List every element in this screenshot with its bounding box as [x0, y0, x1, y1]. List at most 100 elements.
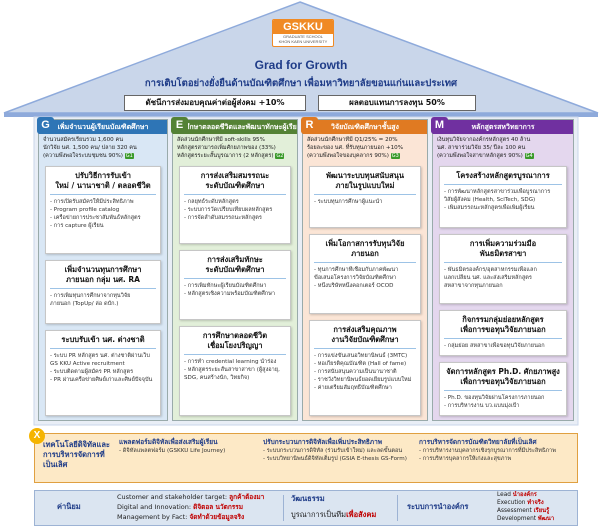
base-divider [397, 495, 398, 521]
card-m-4-title: จัดการหลักสูตร Ph.D. ศักยภาพสูงเพื่อการข… [444, 367, 562, 391]
card-m-3-item: - กลุ่มย่อย สหสาขาเพื่อขอทุนวิจัยภายนอก [444, 343, 545, 349]
card-m-2: การเพิ่มความร่วมมือพันธมิตรสาขา - พันธมิ… [439, 234, 567, 304]
enabler-letter: X [29, 428, 45, 444]
pillar-e-badge: G2 [275, 153, 285, 159]
gskku-logo: GSKKU GRADUATE SCHOOL KHON KAEN UNIVERSI… [272, 19, 334, 47]
card-g-3-item: - PR ผ่านเครือข่ายศิษย์เก่าและศิษย์ปัจจุ… [50, 377, 153, 383]
value-line-3: Management by Fact: จัดทำด้วยข้อมูลจริง [117, 513, 245, 521]
pillar-g: เพิ่มจำนวนผู้เรียนบัณฑิตศึกษา G จำนวนสมั… [37, 117, 168, 421]
card-r-3-item: - ค่ายเตรียมสัมฤทธิ์บัณฑิตศึกษา [314, 385, 392, 391]
card-g-2-item: - การเพิ่มทุนการศึกษาจากทุนวิจัย [50, 293, 131, 299]
enabler-col-1: แพลตฟอร์มดิจิทัลเพื่อส่งเสริมผู้เรียน - … [119, 438, 259, 455]
pillar-m: หลักสูตรสหวิทยาการ M เงินทุนวิจัยจากองค์… [431, 117, 574, 421]
card-e-2-item: - การเพิ่มทักษะผู้เรียนบัณฑิตศึกษา [184, 283, 267, 289]
card-g-1: ปรับวิธีการรับเข้าใหม่ / นานาชาติ / ตลอด… [45, 166, 161, 254]
card-r-3: การส่งเสริมคุณภาพงานวิจัยบัณฑิตศึกษา - ก… [309, 320, 421, 416]
card-m-4-item: - Ph.D. ของทุนวิจัยผ่านโครงการภายนอก [444, 395, 545, 401]
pillar-r-kpi-2: ร้อยละของ นศ. ที่รับทุนภายนอก +10% [307, 145, 404, 151]
enabler-col-3: การบริหารจัดการบัณฑิตวิทยาลัยที่เป็นเลิศ… [419, 438, 573, 463]
card-e-1-item: - การจัดลำดับสมรรถนะหลักสูตร [184, 215, 262, 221]
card-r-2-item: - ทุนการศึกษาที่เชื่อมกับภาคพัฒนา [314, 267, 399, 273]
card-r-1-title: พัฒนาระบบทุนสนับสนุนภายในรูปแบบใหม่ [314, 171, 416, 195]
card-e-1-item: - ระบบการวัดเปรียบเทียบผลหลักสูตร [184, 207, 273, 213]
leader-line-1: Lead นำองค์กร [497, 492, 537, 498]
card-e-2-title: การส่งเสริมทักษะระดับบัณฑิตศึกษา [184, 255, 286, 279]
card-e-2-item: - หลักสูตรเชิงความพร้อมบัณฑิตศึกษา [184, 291, 276, 297]
card-g-3-item: GS KKU Active recruitment [50, 361, 125, 367]
enabler-col-3-item: - การบริหารบุคลากรให้เก่งและสุขภาพ [419, 456, 512, 462]
card-g-3-item: - ระบบ PR หลักสูตร นศ. ต่างชาติผ่านเว็บ [50, 353, 150, 359]
card-m-3: กิจกรรมกลุ่มย่อยหลักสูตรเพื่อการขอทุนวิจ… [439, 310, 567, 356]
pillar-g-letter: G [37, 117, 54, 134]
enabler-col-2: ปรับกระบวนการดิจิทัลเพื่อเพิ่มประสิทธิภา… [263, 438, 413, 463]
card-r-3-item: - การสนับสนุนความเป็นนานาชาติ [314, 369, 397, 375]
card-r-1: พัฒนาระบบทุนสนับสนุนภายในรูปแบบใหม่ - ระ… [309, 166, 421, 228]
card-m-1-item: - การพัฒนาหลักสูตรสาขาร่วมเพื่อบูรณาการ [444, 189, 551, 195]
card-m-2-item: - พันธมิตรองค์กร/อุตสาหกรรมเพื่อแลก [444, 267, 537, 273]
card-m-1-item: - เพิ่มสมรรถนะหลักสูตรเพื่อเพิ่มผู้เรียน [444, 205, 535, 211]
card-m-1-title: โครงสร้างหลักสูตรบูรณาการ [444, 171, 562, 185]
card-e-2: การส่งเสริมทักษะระดับบัณฑิตศึกษา - การเพ… [179, 250, 291, 320]
pillar-e: การศึกษาตลอดชีวิตและพัฒนาทักษะผู้เรียนสม… [171, 117, 298, 421]
pillar-e-kpi-3: หลักสูตรระยะสั้นบูรณาการ (2 หลักสูตร) [177, 153, 274, 159]
enabler-title: เทคโนโลยีดิจิทัลและการบริหารจัดการที่เป็… [43, 440, 110, 469]
pillar-m-kpi-2: นศ. สาขาร่วมวิจัย 35/ ปีละ 100 คน [437, 145, 526, 151]
card-e-3: การศึกษาตลอดชีวิตเชื่อมโยงปริญญา - การทำ… [179, 326, 291, 416]
enabler-col-2-item: - ระบบกระบวนการดิจิทัล (ร่วมรับเข้าใหม่)… [263, 448, 403, 454]
logo-sub-2: KHON KAEN UNIVERSITY [278, 39, 328, 44]
pillar-r-header: วิจัยบัณฑิตศึกษาชั้นสูง [303, 120, 427, 134]
card-r-2-item: ข้อเสนอโครงการวิจัยบัณฑิตศึกษา [314, 275, 397, 281]
logo-sub-1: GRADUATE SCHOOL [283, 34, 323, 39]
card-r-2: เพิ่มโอกาสการรับทุนวิจัยภายนอก - ทุนการศ… [309, 234, 421, 314]
pillar-r-letter: R [301, 117, 318, 134]
card-e-1-title: การส่งเสริมสมรรถนะระดับบัณฑิตศึกษา [184, 171, 286, 195]
card-e-1-item: - กลยุทธ์ระดับหลักสูตร [184, 199, 239, 205]
card-m-2-item: สหสาขาจากทุนภายนอก [444, 283, 503, 289]
pillar-r-badge: G3 [390, 153, 400, 159]
pillar-g-kpi-2: นักวิจัย นศ. 1,500 คน/ ปลาย 320 คน [43, 145, 137, 151]
card-m-2-title: การเพิ่มความร่วมมือพันธมิตรสาขา [444, 239, 562, 263]
foundation-band: ค่านิยม Customer and stakeholder target:… [34, 490, 578, 526]
card-r-2-title: เพิ่มโอกาสการรับทุนวิจัยภายนอก [314, 239, 416, 263]
pillar-m-kpi-3: (ความพึงพอใจสาขาหลักสูตร 90%) [437, 153, 523, 159]
card-e-1: การส่งเสริมสมรรถนะระดับบัณฑิตศึกษา - กลย… [179, 166, 291, 244]
card-g-2-title: เพิ่มจำนวนทุนการศึกษาภายนอก กลุ่ม นศ. RA [50, 265, 156, 289]
card-g-1-item: - เครือข่ายการประชาสัมพันธ์หลักสูตร [50, 215, 141, 221]
pillar-r-kpis: สัดส่วนนักศึกษาที่มี Q1/25% = 20% ร้อยละ… [307, 136, 423, 160]
leader-line-2: Execution ทำจริง [497, 500, 544, 506]
logo-wordmark: GSKKU [273, 20, 333, 34]
card-m-3-title: กิจกรรมกลุ่มย่อยหลักสูตรเพื่อการขอทุนวิจ… [444, 315, 562, 339]
leader-line-3: Assessment เรียนรู้ [497, 508, 550, 514]
enabler-col-3-title: การบริหารจัดการบัณฑิตวิทยาลัยที่เป็นเลิศ [419, 438, 537, 446]
card-g-3-item: - ระบบติดตามผู้สมัคร PR หลักสูตร [50, 369, 134, 375]
enabler-col-2-title: ปรับกระบวนการดิจิทัลเพื่อเพิ่มประสิทธิภา… [263, 438, 383, 446]
card-e-3-title: การศึกษาตลอดชีวิตเชื่อมโยงปริญญา [184, 331, 286, 355]
value-line-1: Customer and stakeholder target: ลูกค้าต… [117, 493, 265, 501]
card-g-3-title: ระบบรับเข้า นศ. ต่างชาติ [50, 335, 156, 349]
base-divider [283, 495, 284, 521]
card-e-3-item: - หลักสูตรระยะสั้นสาขาสาขา (ผู้สูงอายุ, [184, 367, 280, 373]
enabler-col-2-item: - ระบบวิทยานิพนธ์ดิจิทัลเต็มรูป (GSIA E-… [263, 456, 407, 462]
card-r-2-item: - หนึ่งบริษัทหนึ่งคอกเตอร์ OCOD [314, 283, 394, 289]
pillar-m-letter: M [431, 117, 448, 134]
enabler-col-3-item: - การบริหารงานบุคลากรเชิงรุกบูรณาการที่ม… [419, 448, 556, 454]
pillar-e-header: การศึกษาตลอดชีวิตและพัฒนาทักษะผู้เรียนสม… [173, 120, 297, 134]
card-r-3-title: การส่งเสริมคุณภาพงานวิจัยบัณฑิตศึกษา [314, 325, 416, 349]
card-r-3-item: - การแข่งขันเสนอวิทยานิพนธ์ (3MTC) [314, 353, 408, 359]
leader-line-4: Development พัฒนา [497, 516, 555, 522]
card-r-3-item: - หอเกียรติคุณบัณฑิต (Hall of fame) [314, 361, 407, 367]
page-subtitle: การเติบโตอย่างยั่งยืนด้านบัณฑิตศึกษา เพื… [144, 78, 458, 89]
pillar-r: วิจัยบัณฑิตศึกษาชั้นสูง R สัดส่วนนักศึกษ… [301, 117, 428, 421]
card-g-2-item: ภายนอก (TopUp/ ล่อ ดบัก.) [50, 301, 119, 307]
pillar-e-letter: E [171, 117, 188, 134]
kpi-roi: ผลตอบแทนการลงทุน 50% [318, 95, 476, 111]
pillar-r-kpi-3: (ความพึงพอใจของบุคลากร 90%) [307, 153, 389, 159]
card-r-3-item: - ราชวังวิทยานิพนธ์ยอดเยี่ยมรูปแบบใหม่ [314, 377, 412, 383]
value-line-2: Digital and Innovation: ดิจิตอล นวัตกรรม [117, 503, 244, 511]
card-r-1-item: - ระบบทุนการศึกษาผู้แนะนำ [314, 199, 383, 205]
pillar-m-kpi-1: เงินทุนวิจัยจากองค์กรหลักสูตร 40 ล้าน [437, 137, 531, 143]
pillar-e-kpi-1: สัดส่วนนักศึกษาที่มี soft-skills 95% [177, 137, 265, 143]
pillar-g-badge: G1 [124, 153, 134, 159]
culture-line: บูรณาการเป็นทีมเพื่อสังคม [291, 510, 377, 519]
pillar-g-kpis: จำนวนสมัครเรียนรวม 1,600 คน นักวิจัย นศ.… [43, 136, 163, 160]
